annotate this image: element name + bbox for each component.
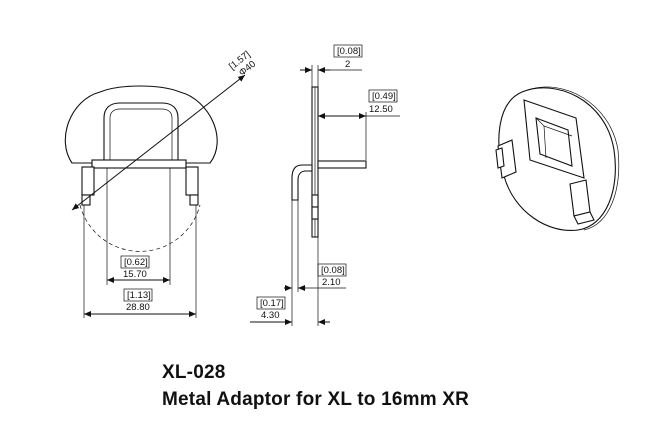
dim-outer-width-inch: [1.13]	[127, 290, 151, 301]
dim-outer-width-mm: 28.80	[126, 302, 150, 313]
part-number: XL-028	[162, 362, 226, 383]
side-bent-tab	[291, 164, 313, 201]
dim-thickness-top-mm: 2	[345, 59, 350, 70]
side-view: [0.08] 2 [0.49] 12.50 [0.08] 2.10 [0.17]…	[250, 44, 400, 326]
isometric-view	[495, 86, 620, 232]
iso-right-clip	[569, 179, 591, 217]
circle-outline-dashed	[79, 204, 201, 252]
dim-tab-offset-mm: 4.30	[261, 310, 280, 321]
iso-window-opening	[535, 117, 573, 167]
right-tab	[185, 166, 199, 196]
side-stem	[317, 160, 367, 169]
dim-thickness-top-inch: [0.08]	[337, 46, 361, 57]
adaptor-window	[103, 102, 179, 161]
left-tab	[81, 166, 95, 196]
front-view: [1.57] Φ40 [0.62] 15.70 [1.13] 28.80	[64, 47, 261, 318]
dim-tab-offset-inch: [0.17]	[260, 298, 284, 309]
dim-depth-inch: [0.49]	[372, 91, 396, 102]
part-description: Metal Adaptor for XL to 16mm XR	[162, 389, 470, 410]
dim-thickness-bottom-mm: 2.10	[322, 277, 341, 288]
adaptor-base	[91, 159, 187, 169]
dim-inner-width-inch: [0.62]	[124, 257, 148, 268]
svg-text:[1.57] Φ40: [1.57] Φ40	[227, 47, 261, 81]
dim-depth-mm: 12.50	[369, 104, 393, 115]
diameter-leader	[71, 74, 246, 211]
dim-inner-width-mm: 15.70	[123, 269, 147, 280]
dim-thickness-bottom-inch: [0.08]	[321, 265, 345, 276]
